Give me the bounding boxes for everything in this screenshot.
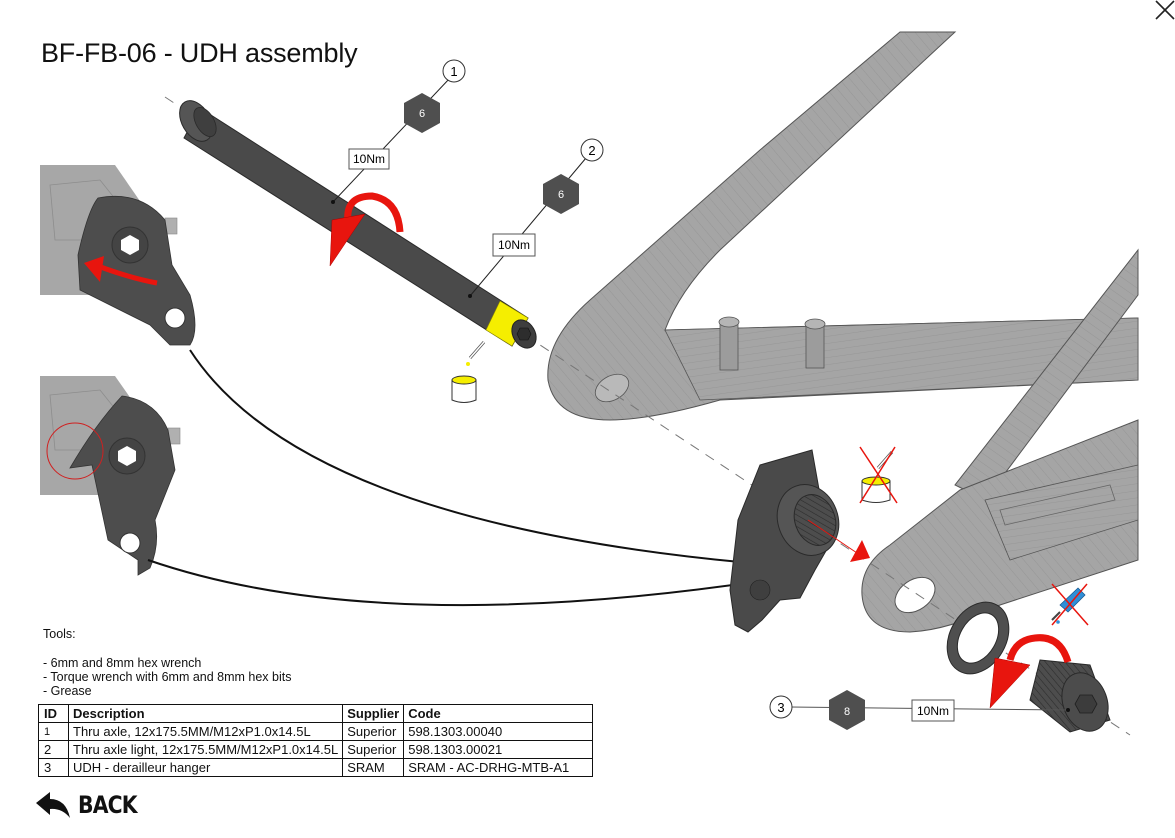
- torque-value: 10Nm: [498, 238, 530, 252]
- parts-table: ID Description Supplier Code 1 Thru axle…: [38, 704, 594, 777]
- column-header-description: Description: [67, 704, 344, 723]
- udh-hanger: [729, 449, 840, 633]
- cell-supplier: Superior: [342, 722, 405, 741]
- tools-header: Tools:: [43, 627, 76, 641]
- tool-item: - 6mm and 8mm hex wrench: [43, 656, 202, 670]
- callout-id: 3: [777, 700, 784, 715]
- detail-connector-2: [147, 559, 781, 607]
- close-button[interactable]: [1153, 0, 1175, 22]
- callout-id: 1: [450, 64, 457, 79]
- column-header-id: ID: [38, 704, 69, 723]
- no-threadlocker-icon: [1051, 583, 1089, 626]
- cell-code: 598.1303.00021: [403, 740, 594, 759]
- frame-upper-dropout: [547, 31, 1139, 421]
- detail-view-2: [40, 376, 181, 576]
- table-row: 3 UDH - derailleur hanger SRAM SRAM - AC…: [38, 758, 594, 777]
- callout-1: 1 6 10Nm: [331, 59, 466, 204]
- washer: [946, 601, 1010, 675]
- column-header-code: Code: [403, 704, 594, 723]
- cell-id: 2: [38, 740, 69, 759]
- back-button[interactable]: BACK: [36, 790, 147, 820]
- tools-section: Tools: - 6mm and 8mm hex wrench - Torque…: [43, 627, 291, 698]
- grease-pot-icon: [451, 341, 486, 403]
- column-header-supplier: Supplier: [342, 704, 405, 723]
- no-grease-icon: [859, 446, 898, 504]
- back-arrow-icon: [36, 792, 70, 818]
- axis-line: [164, 96, 1131, 736]
- table-row: 1 Thru axle, 12x175.5MM/M12xP1.0x14.5L S…: [38, 722, 594, 741]
- close-x-icon: [1155, 0, 1175, 20]
- cell-description: Thru axle, 12x175.5MM/M12xP1.0x14.5L: [67, 722, 344, 741]
- callout-3: 3 8 10Nm: [769, 690, 1070, 730]
- back-label: BACK: [78, 791, 138, 819]
- page-title: BF-FB-06 - UDH assembly: [41, 38, 358, 68]
- table-row: 2 Thru axle light, 12x175.5MM/M12xP1.0x1…: [38, 740, 594, 759]
- hex-size: 8: [844, 706, 850, 718]
- hanger-bolt: [1029, 659, 1111, 733]
- cell-id: 1: [38, 722, 69, 741]
- callout-id: 2: [588, 143, 595, 158]
- frame-lower-dropout: [861, 419, 1139, 633]
- torque-value: 10Nm: [353, 152, 385, 166]
- cell-code: 598.1303.00040: [403, 722, 594, 741]
- cell-description: UDH - derailleur hanger: [67, 758, 344, 777]
- cell-supplier: SRAM: [342, 758, 405, 777]
- cell-supplier: Superior: [342, 740, 405, 759]
- cell-code: SRAM - AC-DRHG-MTB-A1: [403, 758, 594, 777]
- detail-view-1: [40, 165, 196, 346]
- callout-2: 2 6 10Nm: [468, 138, 604, 298]
- hex-size: 6: [419, 108, 425, 120]
- tool-item: - Torque wrench with 6mm and 8mm hex bit…: [43, 670, 292, 684]
- rotate-arrow-icon: [989, 634, 1072, 709]
- table-header-row: ID Description Supplier Code: [38, 704, 594, 723]
- detail-connector-1: [189, 349, 741, 563]
- torque-value: 10Nm: [917, 704, 949, 718]
- hex-size: 6: [558, 189, 564, 201]
- cell-description: Thru axle light, 12x175.5MM/M12xP1.0x14.…: [67, 740, 344, 759]
- rotate-arrow-icon: [329, 192, 404, 267]
- insert-arrow-icon: [807, 519, 870, 562]
- cell-id: 3: [38, 758, 69, 777]
- tool-item: - Grease: [43, 684, 92, 698]
